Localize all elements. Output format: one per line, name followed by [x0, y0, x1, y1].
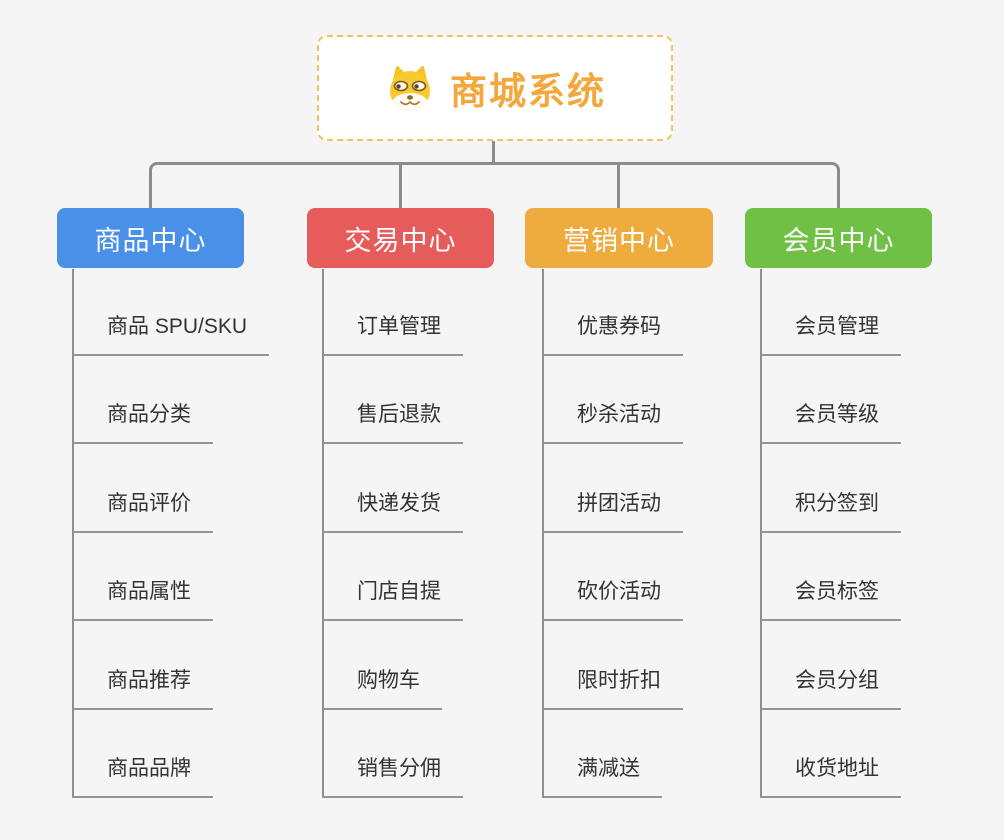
- branch-drop-line: [399, 164, 402, 208]
- root-connector-line: [492, 140, 495, 163]
- branch-node-product-center[interactable]: 商品中心: [57, 208, 244, 268]
- branch-node-trade-center[interactable]: 交易中心: [307, 208, 494, 268]
- leaf-node[interactable]: 收货地址: [760, 753, 901, 798]
- leaf-node[interactable]: 拼团活动: [542, 488, 683, 533]
- leaf-node[interactable]: 商品品牌: [72, 753, 213, 798]
- branch-node-marketing-center[interactable]: 营销中心: [525, 208, 713, 268]
- leaf-node[interactable]: 会员等级: [760, 399, 901, 444]
- branch-label: 营销中心: [563, 225, 675, 256]
- leaf-node[interactable]: 门店自提: [322, 576, 463, 621]
- leaf-node[interactable]: 商品推荐: [72, 665, 213, 710]
- dog-face-icon: [390, 66, 430, 111]
- leaf-node[interactable]: 订单管理: [322, 311, 463, 356]
- column-line: [760, 269, 762, 798]
- leaf-node[interactable]: 会员管理: [760, 311, 901, 356]
- leaf-node[interactable]: 积分签到: [760, 488, 901, 533]
- leaf-node[interactable]: 秒杀活动: [542, 399, 683, 444]
- branch-label: 交易中心: [344, 225, 457, 256]
- branch-bus-line: [149, 162, 840, 208]
- branch-label: 会员中心: [782, 225, 895, 256]
- root-title: 商城系统: [450, 71, 606, 112]
- leaf-node[interactable]: 售后退款: [322, 399, 463, 444]
- column-line: [322, 269, 324, 798]
- leaf-node[interactable]: 商品评价: [72, 488, 213, 533]
- leaf-node[interactable]: 商品分类: [72, 399, 213, 444]
- leaf-node[interactable]: 购物车: [322, 665, 442, 710]
- leaf-node[interactable]: 销售分佣: [322, 753, 463, 798]
- leaf-node[interactable]: 快递发货: [322, 488, 463, 533]
- leaf-node[interactable]: 砍价活动: [542, 576, 683, 621]
- column-line: [542, 269, 544, 798]
- leaf-node[interactable]: 商品 SPU/SKU: [72, 311, 270, 356]
- branch-node-member-center[interactable]: 会员中心: [745, 208, 932, 268]
- leaf-node[interactable]: 商品属性: [72, 576, 213, 621]
- branch-drop-line: [617, 164, 620, 208]
- leaf-node[interactable]: 满减送: [542, 753, 662, 798]
- leaf-node[interactable]: 优惠券码: [542, 311, 683, 356]
- leaf-node[interactable]: 会员标签: [760, 576, 901, 621]
- leaf-node[interactable]: 限时折扣: [542, 665, 683, 710]
- branch-label: 商品中心: [94, 225, 207, 256]
- column-line: [72, 269, 74, 798]
- leaf-node[interactable]: 会员分组: [760, 665, 901, 710]
- root-node[interactable]: 商城系统: [317, 35, 673, 141]
